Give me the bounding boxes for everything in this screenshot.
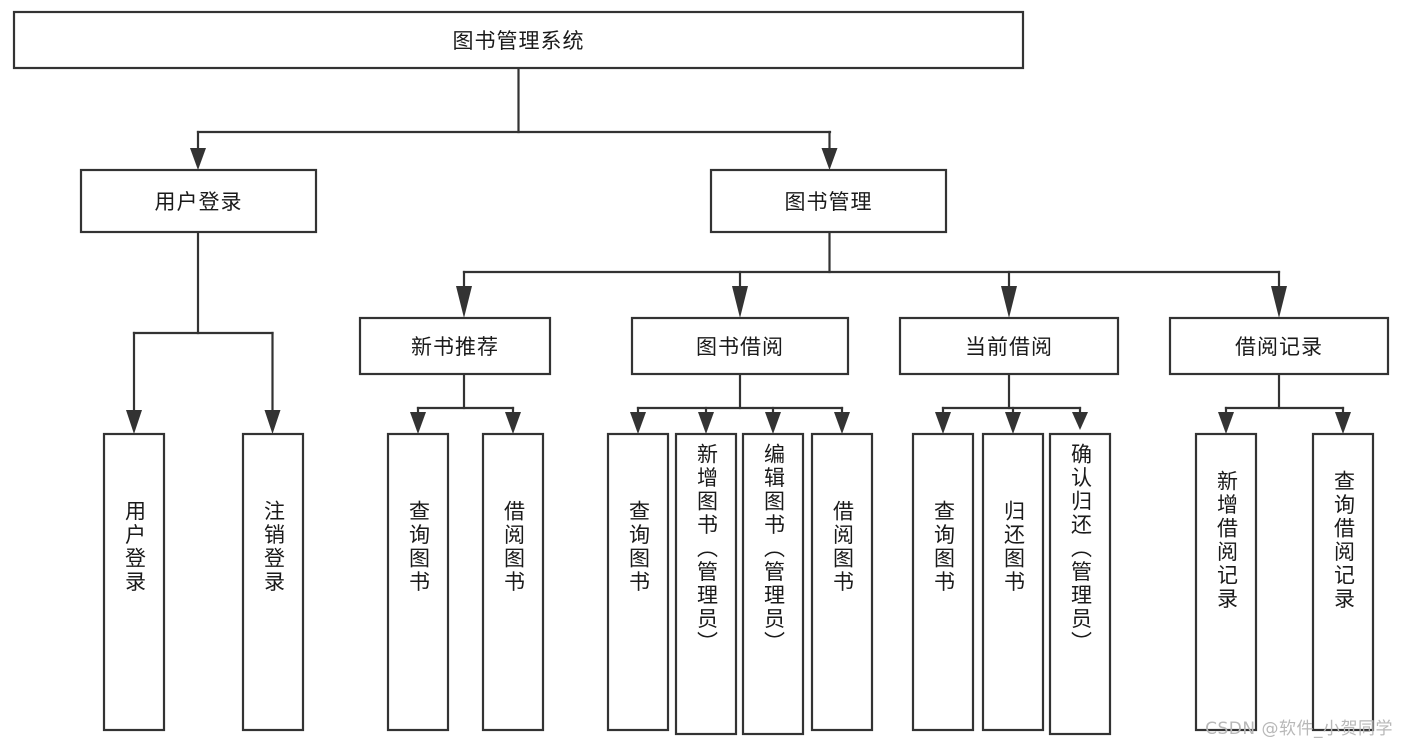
connector-group-root	[190, 66, 838, 170]
csdn-watermark: CSDN @软件_小贺同学	[1205, 719, 1393, 739]
arrow-leaf-user-logout	[264, 410, 281, 434]
arrow-new-book-recommend	[456, 286, 472, 318]
arrow-leaf-edit-book	[765, 412, 781, 434]
connector-group-new-book-recommend	[410, 372, 521, 434]
connector-group-current-borrow	[935, 372, 1088, 434]
arrow-leaf-return-book	[1005, 412, 1021, 434]
arrow-leaf-query-record	[1335, 412, 1351, 434]
node-book-manage[interactable]	[709, 168, 948, 234]
arrow-leaf-add-book	[698, 412, 714, 434]
node-leaf-borrow-book-2[interactable]	[810, 432, 874, 732]
arrow-leaf-confirm-return	[1072, 412, 1088, 430]
arrow-to-user-login	[190, 148, 206, 170]
node-leaf-query-book-2[interactable]	[606, 432, 670, 732]
node-user-login[interactable]	[79, 168, 318, 234]
arrow-borrow-record	[1271, 286, 1287, 318]
arrow-leaf-borrow-book-2	[834, 412, 850, 434]
node-leaf-confirm-return[interactable]	[1048, 432, 1112, 736]
node-leaf-query-record[interactable]	[1311, 432, 1375, 732]
arrow-leaf-add-record	[1218, 412, 1234, 434]
node-leaf-query-book-3[interactable]	[911, 432, 975, 732]
arrow-to-book-manage	[821, 148, 838, 170]
connector-group-user-login	[126, 230, 281, 434]
node-current-borrow[interactable]	[898, 316, 1120, 376]
arrow-book-borrow	[732, 286, 748, 318]
arrow-leaf-borrow-book-1	[505, 412, 521, 434]
connector-group-book-borrow	[630, 372, 850, 434]
node-leaf-borrow-book-1[interactable]	[481, 432, 545, 732]
node-borrow-record[interactable]	[1168, 316, 1390, 376]
node-root[interactable]	[12, 10, 1025, 70]
arrow-leaf-query-book-3	[935, 412, 951, 434]
node-leaf-edit-book[interactable]	[741, 432, 805, 736]
node-leaf-user-logout[interactable]	[241, 432, 305, 732]
node-leaf-add-book[interactable]	[674, 432, 738, 736]
node-book-borrow[interactable]	[630, 316, 850, 376]
connector-group-borrow-record	[1218, 372, 1351, 434]
arrow-leaf-query-book-2	[630, 412, 646, 434]
node-leaf-add-record[interactable]	[1194, 432, 1258, 732]
arrow-leaf-query-book-1	[410, 412, 426, 434]
arrow-leaf-user-login	[126, 410, 142, 434]
node-new-book-recommend[interactable]	[358, 316, 552, 376]
arrow-current-borrow	[1001, 286, 1017, 318]
node-leaf-user-login[interactable]	[102, 432, 166, 732]
node-leaf-query-book-1[interactable]	[386, 432, 450, 732]
connector-group-book-manage	[456, 230, 1287, 318]
node-leaf-return-book[interactable]	[981, 432, 1045, 732]
